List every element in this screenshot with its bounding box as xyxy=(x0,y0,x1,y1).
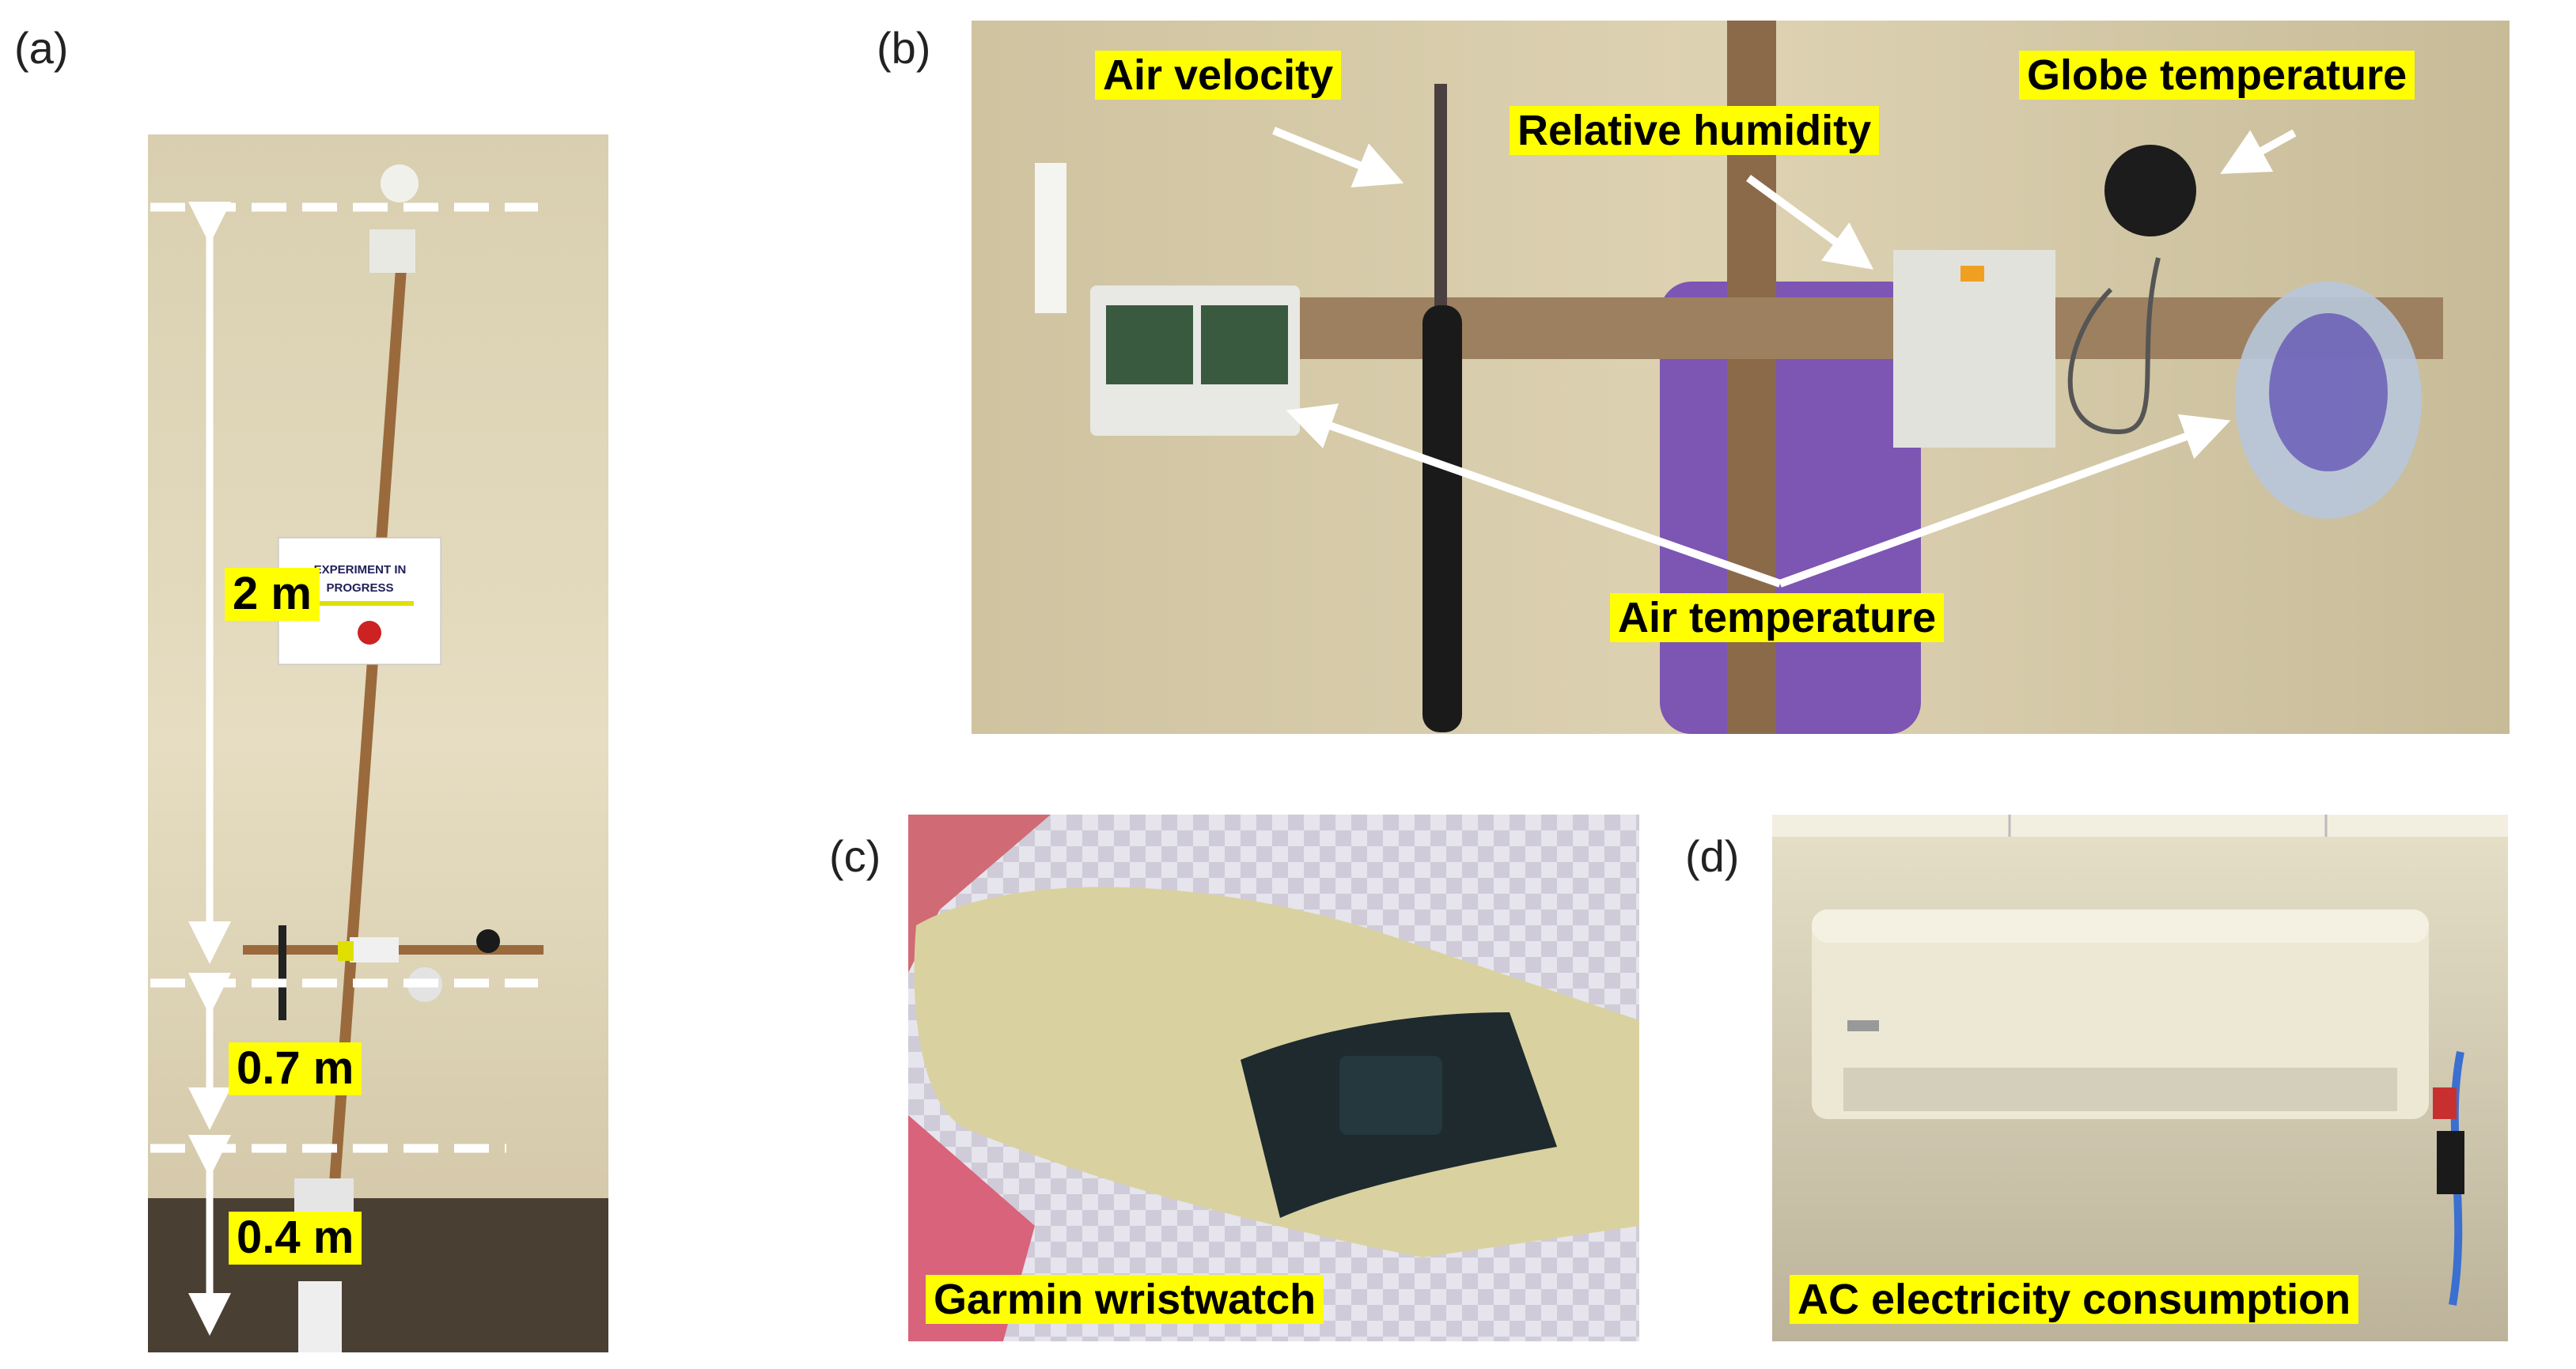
label-garmin-wristwatch: Garmin wristwatch xyxy=(926,1275,1324,1325)
label-2m: 2 m xyxy=(225,568,320,621)
label-0-7m: 0.7 m xyxy=(229,1042,362,1095)
label-ac-electricity: AC electricity consumption xyxy=(1790,1275,2359,1325)
panel-c-letter: (c) xyxy=(829,831,881,881)
label-relative-humidity: Relative humidity xyxy=(1510,106,1880,156)
panel-b-letter: (b) xyxy=(877,23,931,73)
label-air-temperature: Air temperature xyxy=(1610,593,1945,643)
photo-measurement-pole: EXPERIMENT IN PROGRESS xyxy=(148,134,608,1352)
photo-ac-unit xyxy=(1772,815,2508,1341)
sign-line-1: EXPERIMENT IN xyxy=(314,563,407,577)
panel-d-letter: (d) xyxy=(1685,831,1740,881)
sign-line-2: PROGRESS xyxy=(326,581,393,595)
label-0-4m: 0.4 m xyxy=(229,1212,362,1265)
photo-wristwatch xyxy=(908,815,1639,1341)
panel-a-letter: (a) xyxy=(14,23,69,73)
label-air-velocity: Air velocity xyxy=(1095,51,1342,100)
label-globe-temperature: Globe temperature xyxy=(2019,51,2415,100)
